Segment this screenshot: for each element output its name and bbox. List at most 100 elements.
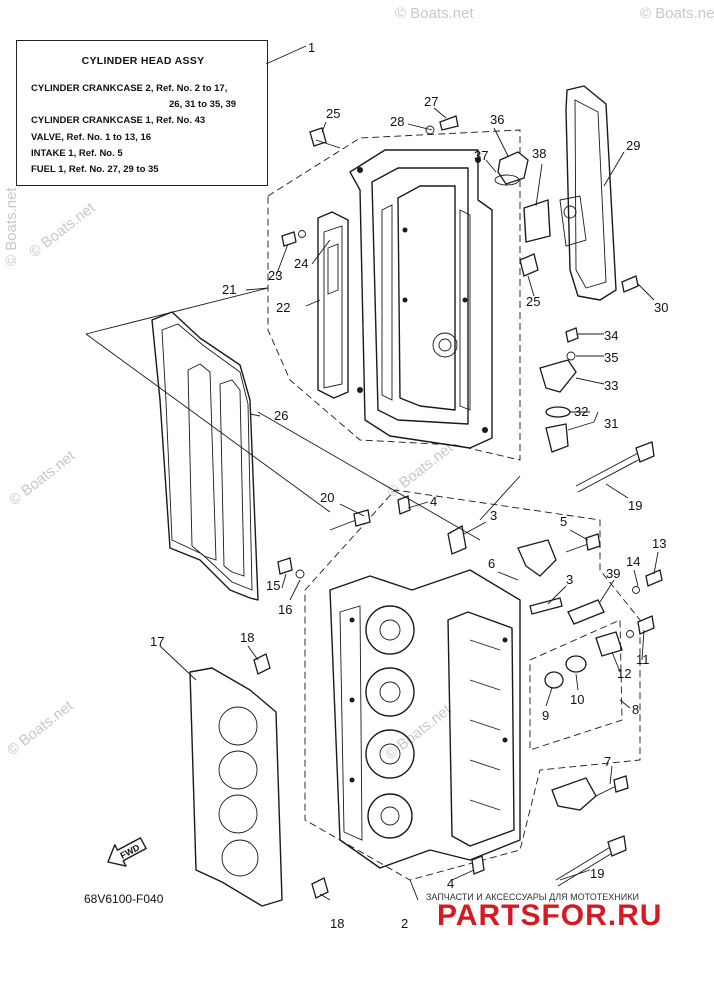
- callout-number: 27: [424, 94, 438, 109]
- callout-number: 21: [222, 282, 236, 297]
- callout-number: 5: [560, 514, 567, 529]
- bolt: [277, 557, 305, 579]
- clamp-bracket: [551, 777, 597, 811]
- callout-number: 25: [526, 294, 540, 309]
- callout-number: 22: [276, 300, 290, 315]
- fwd-label: FWD: [118, 842, 141, 861]
- legend-line: 26, 31 to 35, 39: [169, 99, 237, 110]
- callout-number: 35: [604, 350, 618, 365]
- callout-number: 32: [574, 404, 588, 419]
- callout-number: 31: [604, 416, 618, 431]
- oil-filler-cap: [494, 151, 529, 186]
- bolt: [626, 615, 655, 638]
- legend-line: CYLINDER CRANKCASE 2, Ref. No. 2 to 17,: [31, 83, 228, 94]
- grommet: [309, 127, 341, 149]
- seal: [565, 655, 587, 673]
- callout-number: 39: [606, 566, 620, 581]
- callout-number: 29: [626, 138, 640, 153]
- cylinder-head-cover: [349, 149, 493, 449]
- callout-number: 38: [532, 146, 546, 161]
- sensor-assembly: [539, 327, 579, 453]
- cylinder-head-group-outline: [304, 489, 641, 881]
- brand-logo: PARTSFOR.RU: [437, 899, 663, 932]
- label-plate: [523, 199, 551, 243]
- bolt: [595, 775, 629, 797]
- legend-title: CYLINDER HEAD ASSY: [81, 55, 205, 67]
- callout-number: 14: [626, 554, 640, 569]
- callout-number: 16: [278, 602, 292, 617]
- callout-number: 34: [604, 328, 618, 343]
- legend-line: VALVE, Ref. No. 1 to 13, 16: [31, 132, 152, 143]
- head-cover-group-outline: [267, 129, 521, 461]
- callout-number: 9: [542, 708, 549, 723]
- watermark: © Boats.net: [3, 187, 20, 266]
- bolt: [565, 533, 601, 553]
- callout-number: 20: [320, 490, 334, 505]
- callout-number: 37: [474, 148, 488, 163]
- head-cover-gasket: [151, 311, 259, 601]
- watermark: © Boats.net: [4, 697, 77, 759]
- cover-plate: [317, 211, 349, 399]
- grommet: [519, 253, 539, 277]
- seal: [544, 671, 564, 689]
- sub-group-outline: [529, 619, 623, 751]
- callout-number: 19: [590, 866, 604, 881]
- pipe: [529, 597, 563, 615]
- legend-line: CYLINDER CRANKCASE 1, Ref. No. 43: [31, 115, 206, 126]
- drawing-code: 68V6100-F040: [84, 892, 164, 906]
- callout-number: 17: [150, 634, 164, 649]
- callout-number: 1: [308, 40, 315, 55]
- callout-number: 13: [652, 536, 666, 551]
- legend-box: CYLINDER HEAD ASSY CYLINDER CRANKCASE 2,…: [16, 40, 268, 186]
- watermark: © Boats.net: [6, 447, 79, 509]
- forward-arrow-icon: FWD: [107, 837, 147, 867]
- callout-number: 33: [604, 378, 618, 393]
- cylinder-head: [329, 569, 521, 869]
- bolt: [425, 115, 459, 135]
- callout-number: 6: [488, 556, 495, 571]
- plug: [397, 495, 411, 515]
- callout-number: 23: [268, 268, 282, 283]
- dowel-pin: [311, 877, 329, 899]
- long-bolt: [575, 441, 655, 493]
- watermark: © Boats.net: [26, 199, 99, 261]
- sensor: [567, 599, 605, 625]
- dowel-pin: [253, 653, 271, 675]
- callout-number: 11: [636, 652, 650, 667]
- callout-number: 36: [490, 112, 504, 127]
- callout-number: 25: [326, 106, 340, 121]
- callout-number: 15: [266, 578, 280, 593]
- bracket: [595, 631, 623, 657]
- head-gasket: [189, 667, 283, 907]
- callout-number: 3: [490, 508, 497, 523]
- callout-number: 3: [566, 572, 573, 587]
- bolt: [621, 275, 639, 293]
- callout-number: 18: [240, 630, 254, 645]
- watermark: © Boats.net: [640, 5, 714, 22]
- callout-number: 4: [430, 494, 437, 509]
- callout-number: 4: [447, 876, 454, 891]
- callout-number: 18: [330, 916, 344, 931]
- bolt: [329, 509, 371, 531]
- callout-number: 28: [390, 114, 404, 129]
- bolt: [281, 230, 306, 247]
- callout-number: 12: [617, 666, 631, 681]
- long-bolt: [555, 835, 627, 887]
- brand-tagline: ЗАПЧАСТИ И АКСЕССУАРЫ ДЛЯ МОТОТЕХНИКИ: [426, 892, 639, 902]
- watermark: © Boats.net: [395, 5, 474, 22]
- bolt: [632, 569, 663, 594]
- watermark: © Boats.net: [384, 439, 457, 501]
- legend-line: INTAKE 1, Ref. No. 5: [31, 148, 123, 159]
- pipe: [447, 524, 467, 555]
- clamp-bracket: [517, 539, 557, 577]
- callout-number: 30: [654, 300, 668, 315]
- callout-number: 7: [604, 754, 611, 769]
- plug: [471, 855, 485, 875]
- fuel-rail-bracket: [559, 85, 617, 301]
- callout-number: 26: [274, 408, 288, 423]
- watermark: © Boats.net: [382, 701, 455, 763]
- callout-number: 10: [570, 692, 584, 707]
- legend-line: FUEL 1, Ref. No. 27, 29 to 35: [31, 164, 159, 175]
- callout-number: 2: [401, 916, 408, 931]
